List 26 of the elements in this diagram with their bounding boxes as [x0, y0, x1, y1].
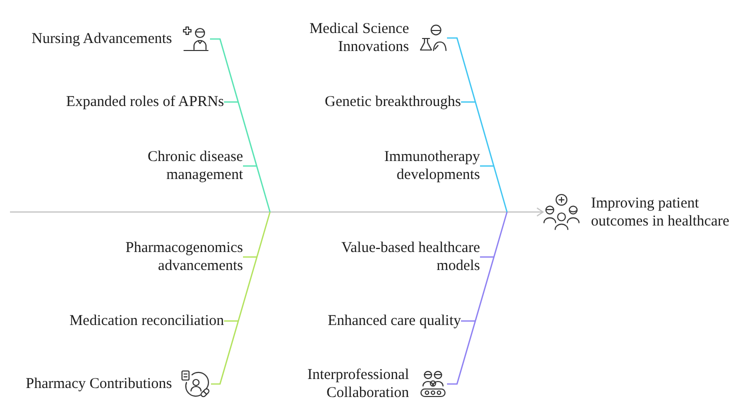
leader-line: [480, 256, 494, 258]
leader-line: [243, 256, 257, 258]
cause-label: Genetic breakthroughs: [324, 93, 461, 111]
cause-label: Value-based healthcare models: [336, 239, 480, 275]
category-label: Medical Science Innovations: [308, 20, 409, 56]
branch-line: [447, 212, 508, 385]
cause-label: Pharmacogenomics advancements: [122, 239, 243, 275]
leader-line: [480, 165, 494, 167]
category-label: Pharmacy Contributions: [26, 375, 172, 393]
cause-label: Enhanced care quality: [328, 312, 461, 330]
leader-line: [461, 320, 476, 322]
cause-label: Medication reconciliation: [69, 312, 224, 330]
category-label: Nursing Advancements: [32, 30, 172, 48]
leader-line: [243, 165, 257, 167]
effect-label: Improving patient outcomes in healthcare: [591, 194, 730, 230]
branch-line: [447, 37, 508, 212]
leader-line: [461, 101, 476, 103]
cause-label: Expanded roles of APRNs: [66, 93, 224, 111]
cause-label: Immunotherapy developments: [381, 148, 480, 184]
category-label: Interprofessional Collaboration: [306, 366, 409, 402]
branch-line: [211, 212, 271, 385]
cause-label: Chronic disease management: [144, 148, 243, 184]
leader-line: [224, 320, 238, 322]
branch-line: [210, 38, 271, 212]
spine-arrow: [10, 207, 544, 217]
leader-line: [224, 101, 238, 103]
